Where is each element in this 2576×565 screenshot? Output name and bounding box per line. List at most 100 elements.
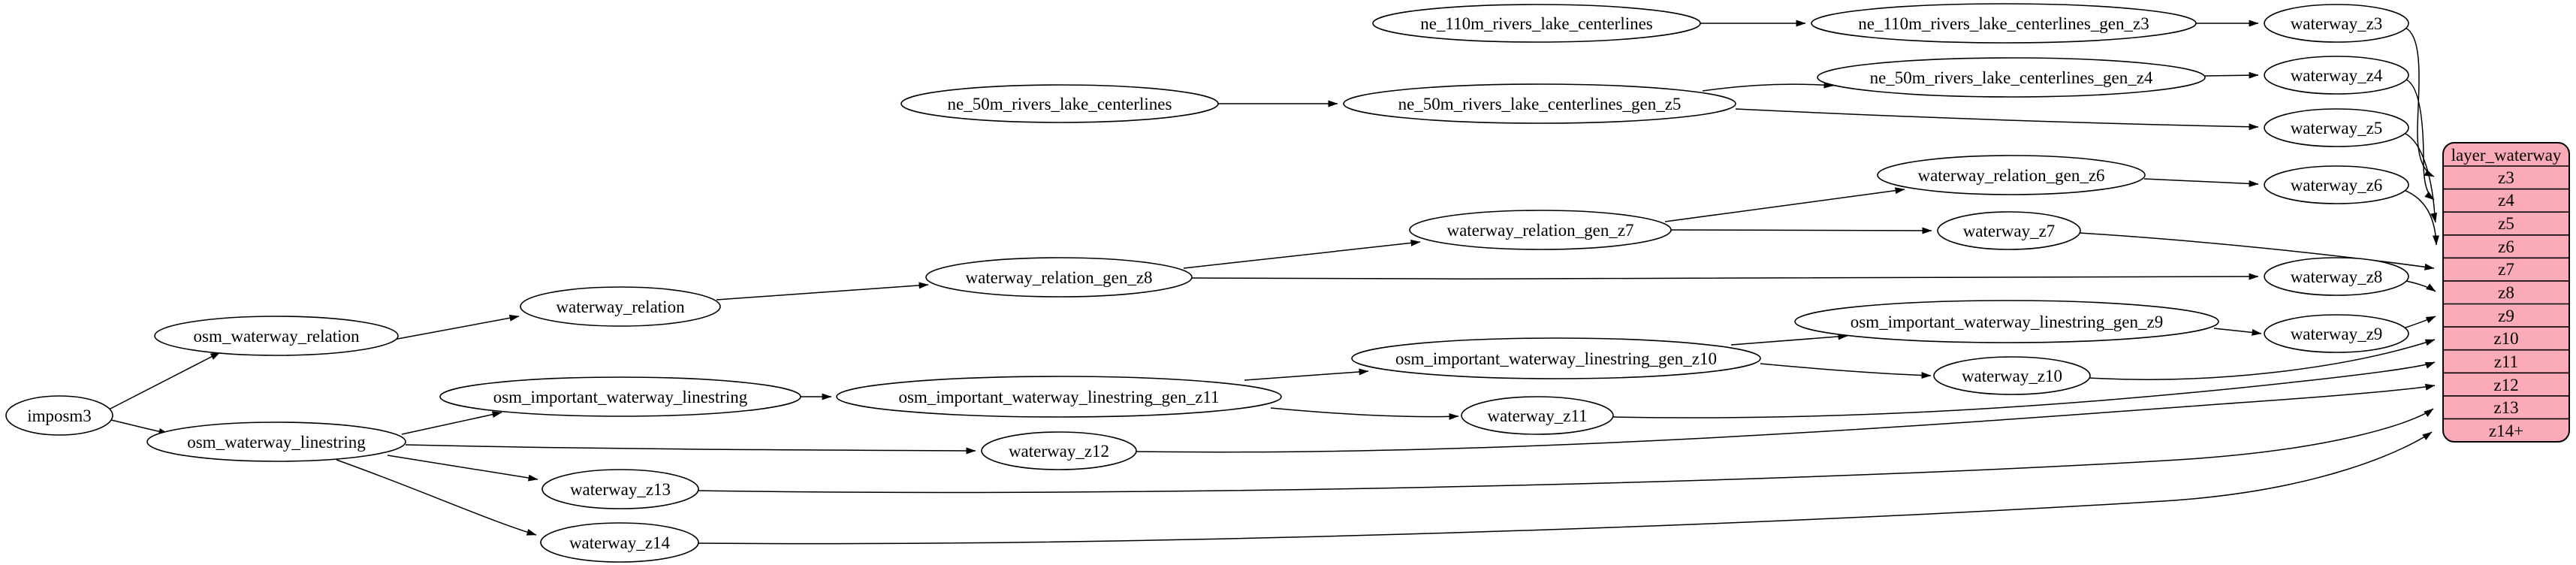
node-label: waterway_z13: [570, 480, 671, 499]
node-label: waterway_z10: [1962, 367, 2062, 385]
table-title: layer_waterway: [2451, 146, 2562, 165]
node-label: ne_50m_rivers_lake_centerlines_gen_z4: [1870, 68, 2153, 87]
node-label: waterway_z4: [2291, 66, 2383, 85]
node-waterway_z12: waterway_z12: [981, 431, 1137, 470]
node-waterway_relation: waterway_relation: [520, 286, 721, 327]
edge-waterway_z3-row_z3: [2405, 27, 2435, 177]
node-ellipse: [1372, 4, 1701, 43]
edge-waterway_z4-row_z4: [2406, 79, 2435, 201]
node-label: ne_110m_rivers_lake_centerlines_gen_z3: [1858, 14, 2149, 33]
node-label: waterway_z11: [1487, 406, 1587, 425]
node-ellipse: [2264, 108, 2409, 147]
node-osm_important_waterway_linestring_gen_z9: osm_important_waterway_linestring_gen_z9: [1794, 300, 2219, 343]
edge-gen_z5-waterway_z5: [1735, 108, 2259, 131]
node-ellipse: [1343, 83, 1736, 124]
node-label: waterway_z7: [1963, 222, 2056, 240]
node-imposm3: imposm3: [5, 395, 113, 436]
node-label: ne_50m_rivers_lake_centerlines_gen_z5: [1398, 95, 1682, 113]
node-label: osm_waterway_relation: [194, 327, 360, 346]
node-label: waterway_z8: [2291, 267, 2383, 286]
table-row-z11: z11: [2494, 352, 2518, 371]
node-ne_50m_rivers_lake_centerlines: ne_50m_rivers_lake_centerlines: [900, 84, 1219, 123]
edge-gen_z11-gen_z10: [1244, 368, 1369, 381]
node-osm_important_waterway_linestring_gen_z10: osm_important_waterway_linestring_gen_z1…: [1351, 337, 1761, 379]
table-row-z3: z3: [2498, 168, 2514, 187]
edge-layer: [107, 20, 2440, 545]
edge-waterway_relation_gen_z7-waterway_z7: [1670, 227, 1932, 234]
node-label: osm_important_waterway_linestring: [493, 388, 748, 406]
node-waterway_z4: waterway_z4: [2264, 56, 2409, 95]
node-ne_50m_rivers_lake_centerlines_gen_z4: ne_50m_rivers_lake_centerlines_gen_z4: [1817, 57, 2206, 98]
node-ellipse: [1351, 337, 1761, 379]
table-row-z14: z14+: [2489, 421, 2523, 440]
node-waterway_z3: waterway_z3: [2264, 4, 2409, 43]
table-row-z5: z5: [2498, 214, 2514, 233]
node-label: waterway_z12: [1009, 442, 1109, 461]
table-row-z12: z12: [2493, 376, 2518, 394]
node-ellipse: [520, 286, 721, 327]
table-row-z13: z13: [2493, 398, 2518, 417]
edge-waterway_relation_gen_z6-waterway_z6: [2143, 178, 2259, 187]
edge-gen_z9-waterway_z9: [2213, 328, 2262, 336]
node-ellipse: [154, 316, 399, 356]
node-ellipse: [925, 257, 1193, 298]
edge-gen_z5-gen_z4: [1702, 81, 1834, 92]
edge-waterway_z12-row_z12: [1136, 383, 2436, 453]
edge-imposm3-osm_waterway_linestring: [110, 419, 169, 435]
node-label: waterway_z3: [2291, 14, 2383, 33]
node-waterway_relation_gen_z8: waterway_relation_gen_z8: [925, 257, 1193, 298]
table-row-z10: z10: [2493, 329, 2518, 348]
node-waterway_z13: waterway_z13: [541, 469, 699, 509]
node-osm_waterway_relation: osm_waterway_relation: [154, 316, 399, 356]
node-label: osm_important_waterway_linestring_gen_z1…: [1395, 349, 1717, 368]
node-ne_50m_rivers_lake_centerlines_gen_z5: ne_50m_rivers_lake_centerlines_gen_z5: [1343, 83, 1736, 124]
edge-waterway_relation-waterway_relation_gen_z8: [716, 282, 929, 301]
edge-waterway_z10-row_z10: [2089, 339, 2436, 380]
node-osm_important_waterway_linestring: osm_important_waterway_linestring: [439, 376, 801, 417]
table-row-z4: z4: [2498, 191, 2514, 210]
node-label: ne_50m_rivers_lake_centerlines: [948, 95, 1172, 113]
node-ellipse: [1811, 3, 2197, 44]
node-waterway_z10: waterway_z10: [1933, 356, 2091, 395]
node-label: waterway_relation_gen_z8: [965, 268, 1152, 287]
node-ne_110m_rivers_lake_centerlines: ne_110m_rivers_lake_centerlines: [1372, 4, 1701, 43]
node-waterway_z8: waterway_z8: [2264, 257, 2409, 296]
edge-waterway_z14-row_z14: [698, 431, 2433, 545]
node-label: osm_important_waterway_linestring_gen_z9: [1851, 313, 2163, 331]
node-ellipse: [1877, 155, 2146, 195]
node-ellipse: [2264, 314, 2409, 353]
node-waterway_z11: waterway_z11: [1461, 396, 1614, 435]
edge-osm_waterway_relation-waterway_relation: [393, 314, 520, 340]
node-label: osm_important_waterway_linestring_gen_z1…: [898, 388, 1219, 406]
edge-gen_z4-waterway_z4: [2204, 71, 2259, 79]
node-ellipse: [439, 376, 801, 417]
node-waterway_z9: waterway_z9: [2264, 314, 2409, 353]
node-waterway_z7: waterway_z7: [1937, 211, 2081, 250]
node-ellipse: [541, 469, 699, 509]
edge-waterway_z7-row_z7: [2079, 232, 2435, 270]
edge-imposm3-osm_waterway_relation: [107, 352, 221, 411]
node-ellipse: [836, 376, 1282, 418]
node-waterway_z6: waterway_z6: [2264, 165, 2409, 204]
edge-waterway_relation_gen_z7-waterway_relation_gen_z6: [1664, 187, 1905, 222]
edge-gen_z11-waterway_z11: [1270, 407, 1459, 420]
node-label: waterway_z5: [2291, 119, 2383, 137]
node-ellipse: [2264, 4, 2409, 43]
node-label: waterway_z6: [2291, 176, 2383, 195]
node-ellipse: [2264, 257, 2409, 296]
node-osm_waterway_linestring: osm_waterway_linestring: [146, 421, 406, 462]
node-waterway_z5: waterway_z5: [2264, 108, 2409, 147]
node-ellipse: [540, 522, 699, 563]
node-waterway_z14: waterway_z14: [540, 522, 699, 563]
edge-waterway_relation_gen_z8-waterway_relation_gen_z7: [1183, 239, 1421, 269]
node-osm_important_waterway_linestring_gen_z11: osm_important_waterway_linestring_gen_z1…: [836, 376, 1282, 418]
node-label: waterway_relation: [556, 298, 685, 316]
edge-waterway_z13-row_z13: [698, 408, 2434, 494]
edge-waterway_z5-row_z5: [2403, 132, 2437, 223]
table-row-z7: z7: [2498, 260, 2514, 279]
edge-waterway_z11-row_z11: [1612, 361, 2436, 418]
node-ellipse: [146, 421, 406, 462]
edge-osm_waterway_linestring-waterway_z14: [336, 459, 537, 536]
